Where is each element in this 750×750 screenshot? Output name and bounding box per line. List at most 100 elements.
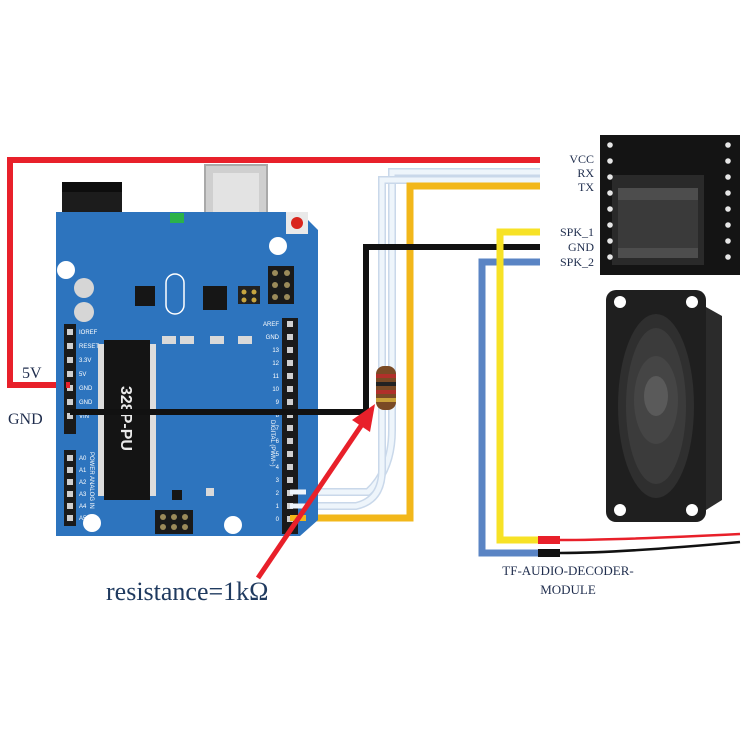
power-caption: POWER <box>88 452 94 475</box>
power-pin-label: 3.3V <box>79 358 91 364</box>
power-pin-label: VIN <box>79 414 89 420</box>
digital-pin-label: 5 <box>276 452 280 458</box>
module-pin <box>725 174 731 180</box>
header-pin <box>287 425 293 431</box>
header-pin <box>287 373 293 379</box>
pin-label-spk1: SPK_1 <box>560 225 594 239</box>
digital-pin-label: 0 <box>276 517 280 523</box>
analog-pin-label: A2 <box>79 480 87 486</box>
power-pin-label: RESET <box>79 344 99 350</box>
mount-hole <box>57 261 75 279</box>
header-pin <box>67 515 73 521</box>
speaker <box>538 290 741 557</box>
digital-pin-label: GND <box>266 335 280 341</box>
module-pin <box>607 190 613 196</box>
module-pin <box>607 142 613 148</box>
analog-caption: ANALOG IN <box>88 476 94 509</box>
digital-caption: DIGITAL (PWM~) <box>269 420 275 467</box>
label-5v: 5V <box>22 365 42 382</box>
module-pin <box>607 222 613 228</box>
analog-pin-label: A0 <box>79 456 87 462</box>
module-pin <box>725 238 731 244</box>
digital-pin-label: 3 <box>276 478 280 484</box>
module-pins <box>607 142 731 260</box>
module-pin <box>607 174 613 180</box>
header-pin <box>287 438 293 444</box>
wire-spk2-blue <box>478 258 540 557</box>
header-pin <box>287 321 293 327</box>
wire-spk1-yellow <box>496 228 540 544</box>
power-pin-label: 5V <box>79 372 86 378</box>
module-pin <box>725 206 731 212</box>
digital-pin-label: 8 <box>276 413 280 419</box>
icsp-header-bottom <box>155 510 193 534</box>
module-pin <box>607 238 613 244</box>
digital-pin-label: 4 <box>276 465 280 471</box>
module-pin <box>725 142 731 148</box>
digital-pin-label: 6 <box>276 439 280 445</box>
header-pin <box>67 503 73 509</box>
capacitor <box>74 302 94 322</box>
analog-pin-label: A1 <box>79 468 87 474</box>
label-resistance: resistance=1kΩ <box>106 577 269 606</box>
icsp-header-top <box>268 266 294 304</box>
header-pin <box>67 343 73 349</box>
resistance-arrow <box>255 404 375 580</box>
digital-pin-label: 13 <box>272 348 279 354</box>
digital-pin-label: 10 <box>272 387 279 393</box>
header-pin <box>67 329 73 335</box>
module-pin <box>607 254 613 260</box>
power-pin-label: GND <box>79 386 93 392</box>
module-pin <box>725 158 731 164</box>
header-pin <box>67 371 73 377</box>
header-pin <box>67 357 73 363</box>
chip-label: 328P-PU <box>117 386 134 451</box>
header-pin <box>287 464 293 470</box>
header-pin <box>287 386 293 392</box>
atmega-chip: 328P-PU <box>98 340 156 500</box>
crystal <box>165 273 185 315</box>
module-pin <box>607 206 613 212</box>
header-pin <box>67 413 73 419</box>
analog-pin-label: A5 <box>79 516 87 522</box>
mount-hole <box>224 516 242 534</box>
header-pin <box>67 399 73 405</box>
module-pin <box>725 254 731 260</box>
header-pin <box>287 360 293 366</box>
digital-pin-label: 12 <box>272 361 279 367</box>
header-pin <box>287 334 293 340</box>
capacitor <box>74 278 94 298</box>
power-led <box>170 213 184 223</box>
pin-label-spk2: SPK_2 <box>560 255 594 269</box>
digital-pin-label: 7 <box>276 426 280 432</box>
wire-tx-yellow <box>306 182 540 522</box>
pin-label-vcc: VCC <box>569 152 594 166</box>
pin-label-gnd: GND <box>568 240 594 254</box>
power-pin-label: IOREF <box>79 330 98 336</box>
usb-chip <box>203 286 227 310</box>
header-pin <box>287 347 293 353</box>
solder-pads <box>238 286 260 304</box>
digital-pin-label: 1 <box>276 504 280 510</box>
power-header <box>64 324 76 434</box>
module-pin <box>607 158 613 164</box>
header-pin <box>67 479 73 485</box>
header-pin <box>287 399 293 405</box>
resistor <box>376 366 396 410</box>
module-pin <box>725 190 731 196</box>
module-name-line2: MODULE <box>540 582 596 597</box>
small-chip <box>135 286 155 306</box>
tf-audio-module <box>600 135 740 275</box>
pin-label-rx: RX <box>577 166 594 180</box>
analog-header <box>64 450 76 526</box>
digital-pin-label: 2 <box>276 491 280 497</box>
digital-pin-label: AREF <box>263 322 279 328</box>
label-gnd: GND <box>8 411 43 428</box>
analog-pin-label: A4 <box>79 504 87 510</box>
wire-vcc-red <box>7 157 540 388</box>
header-pin <box>287 477 293 483</box>
